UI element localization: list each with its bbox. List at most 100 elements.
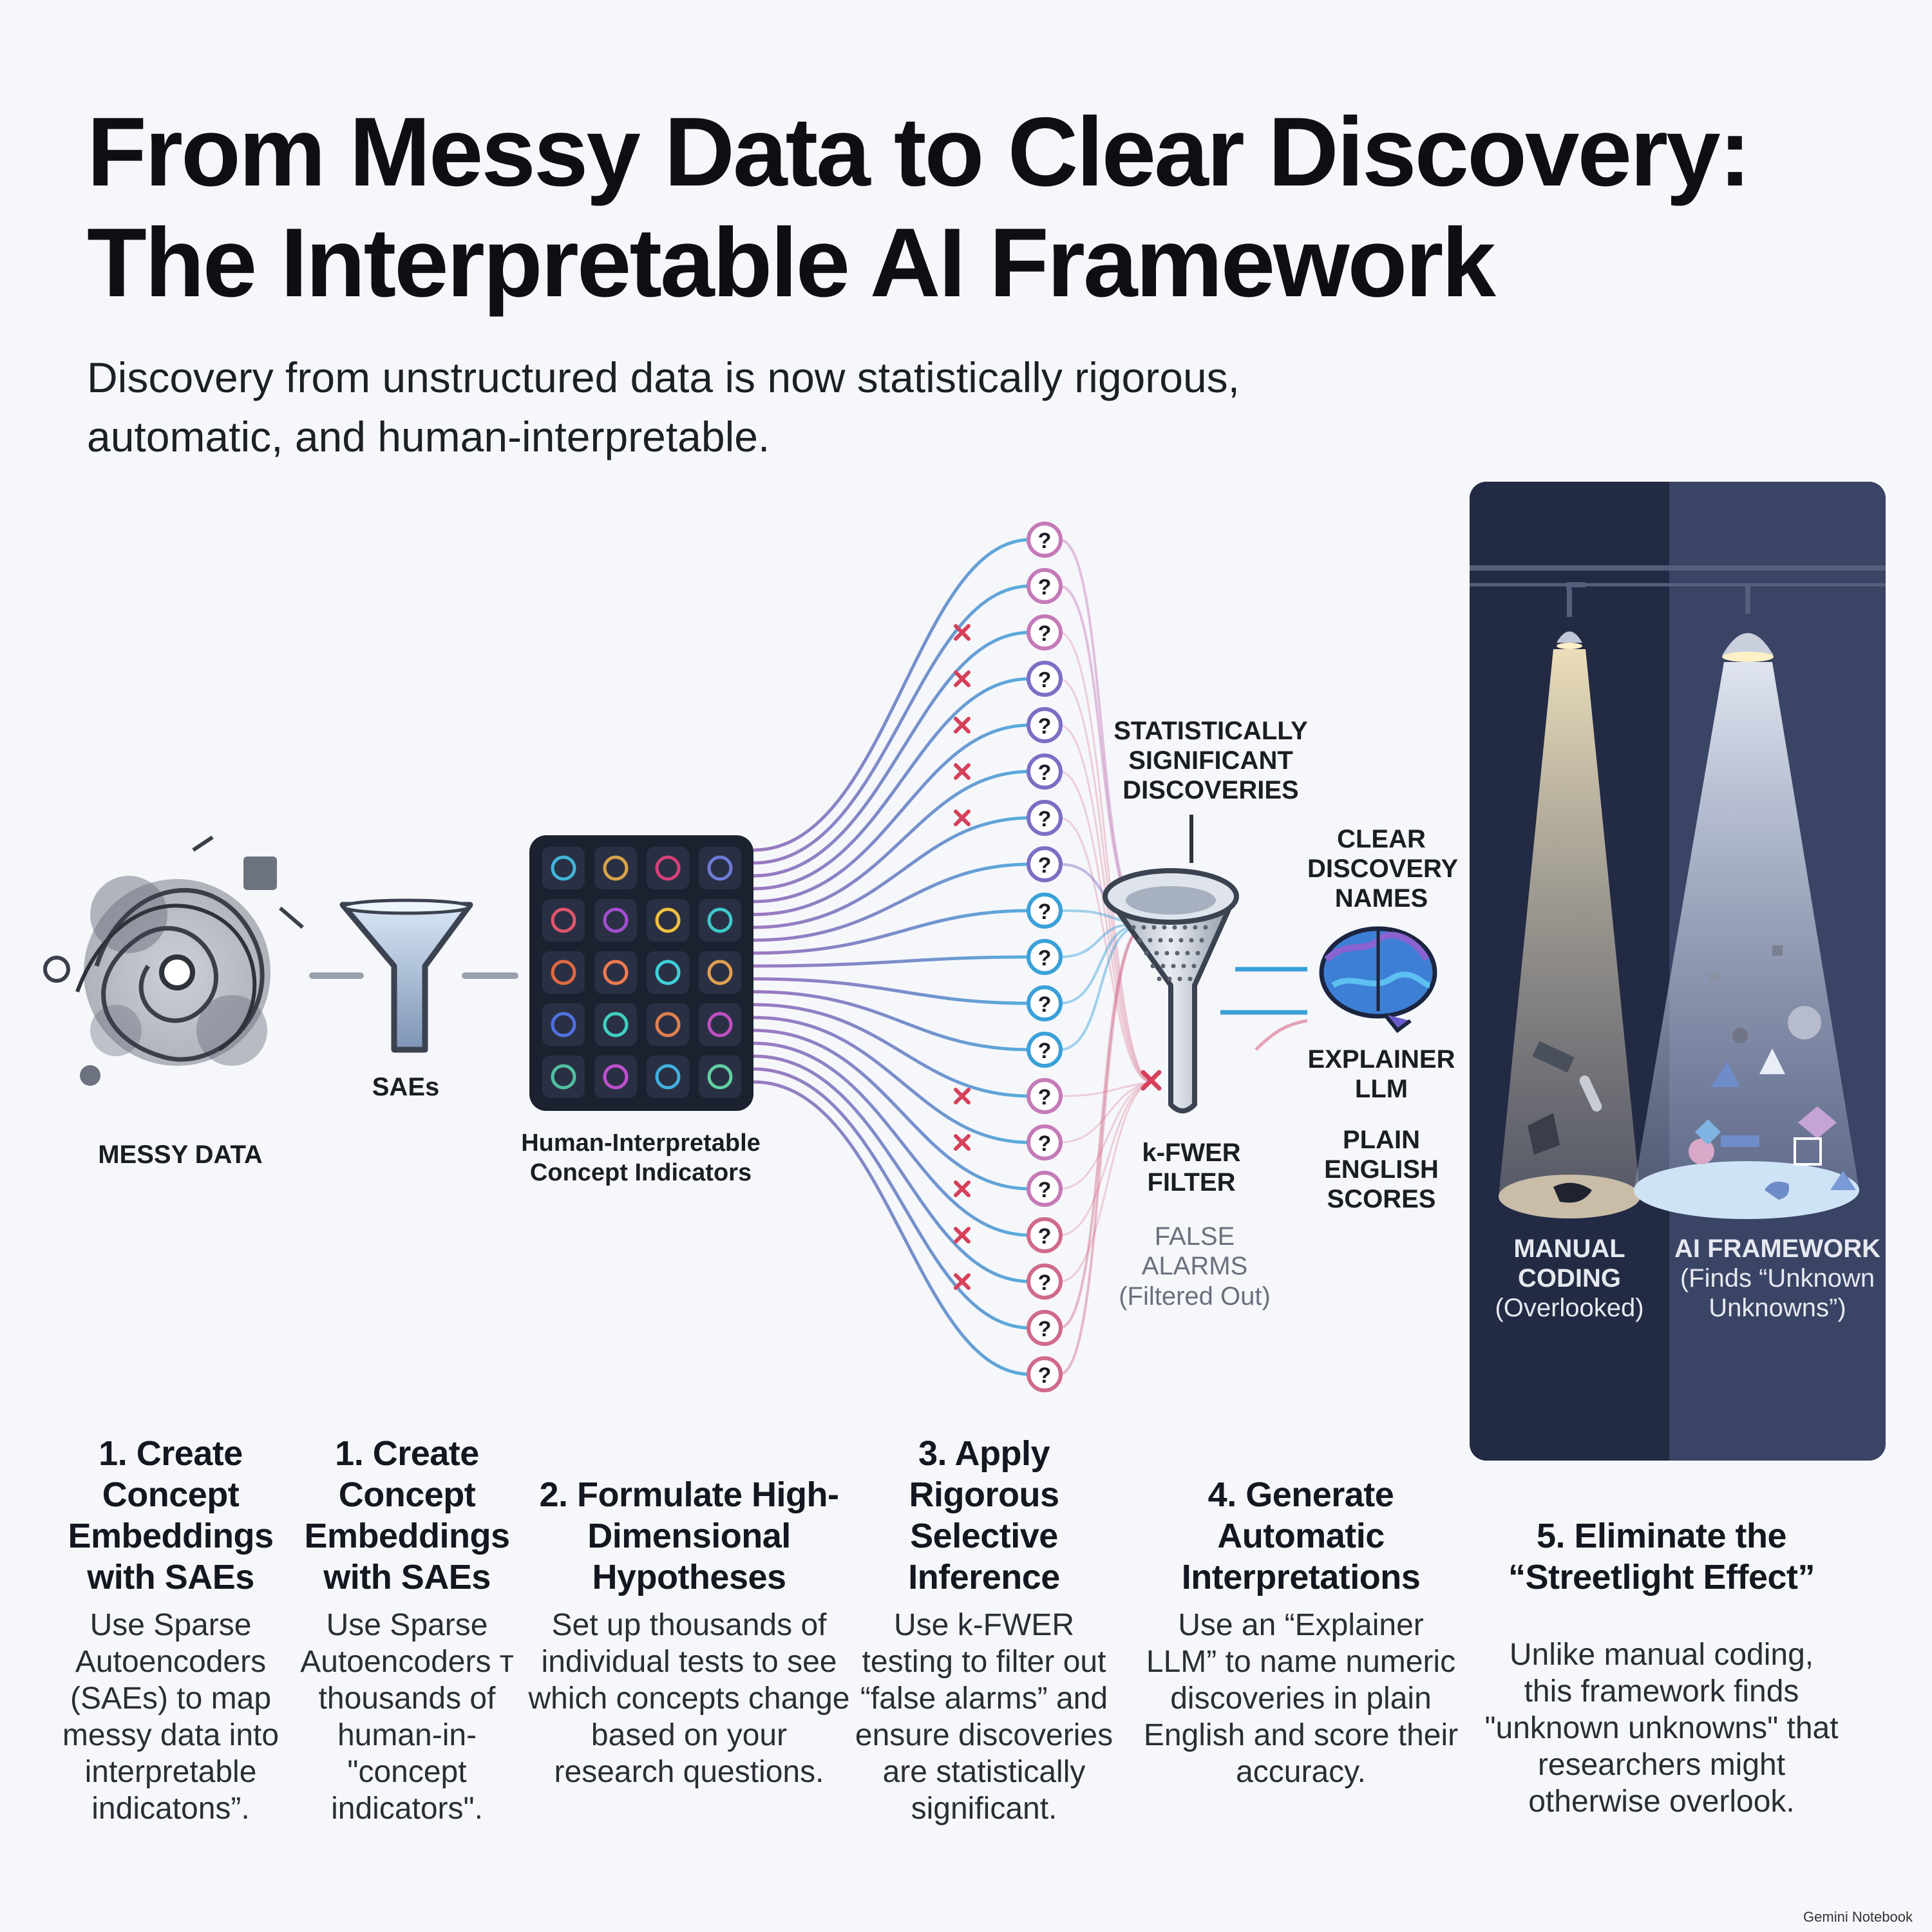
question-mark: ?	[1038, 1317, 1052, 1341]
concept-cell	[647, 899, 689, 942]
sieve-hole	[1144, 951, 1149, 956]
sieve-hole	[1175, 951, 1180, 956]
step-title: 5. Eliminate the “Streetlight Effect”	[1508, 1517, 1815, 1596]
hypothesis-line	[753, 990, 1031, 1052]
sieve-hole	[1188, 976, 1193, 981]
concept-cell-glyph	[603, 1012, 629, 1037]
concept-cell	[594, 1003, 637, 1046]
output-line	[1255, 1019, 1308, 1051]
concept-cell-glyph	[655, 907, 681, 933]
page-title: From Messy Data to Clear Discovery: The …	[87, 97, 1751, 317]
concept-grid-icon	[529, 835, 753, 1111]
sieve-hole	[1185, 951, 1190, 956]
manual-coding-sub: (Overlooked)	[1495, 1294, 1644, 1322]
hypothesis-line	[753, 630, 1031, 878]
ai-framework-text: AI FRAMEWORK (Finds “Unknown Unknowns”)	[1674, 1234, 1880, 1323]
question-mark: ?	[1038, 1271, 1052, 1295]
sieve-hole	[1172, 925, 1177, 930]
step-card: 2. Formulate High-Dimensional Hypotheses…	[528, 1474, 850, 1790]
filtered-out-label: (Filtered Out)	[1119, 1282, 1271, 1311]
rejected-line	[1059, 1081, 1153, 1236]
hypothesis-line	[753, 955, 1031, 968]
concept-cell-glyph	[655, 960, 681, 985]
hypothesis-line	[753, 909, 1031, 955]
sieve-hole	[1158, 938, 1163, 943]
concept-cell	[699, 951, 741, 994]
sieve-hole	[1150, 963, 1155, 969]
significant-line	[1059, 925, 1147, 1329]
sieve-hole	[1167, 976, 1172, 981]
concept-cell-glyph	[551, 960, 576, 985]
question-node-icon: ?	[1027, 1356, 1063, 1392]
hypothesis-line	[753, 1054, 1031, 1283]
sieve-hole	[1177, 976, 1182, 981]
question-node-icon: ?	[1027, 707, 1063, 743]
hypothesis-nodes: ???????????????????	[1027, 522, 1063, 1392]
question-mark: ?	[1038, 1132, 1052, 1156]
concept-cell-glyph	[707, 855, 733, 881]
reject-x-icon	[954, 1227, 971, 1244]
question-node-icon: ?	[1027, 1310, 1063, 1346]
hypothesis-line	[753, 538, 1031, 852]
question-node-icon: ?	[1027, 800, 1063, 836]
sieve-hole	[1181, 963, 1186, 969]
rejected-line	[1059, 631, 1153, 1083]
question-node-icon: ?	[1027, 568, 1063, 604]
sieve-hole	[1162, 925, 1167, 930]
reject-x-icon	[954, 763, 971, 780]
concept-cell	[594, 899, 637, 942]
rejected-line	[1059, 1081, 1153, 1190]
sieve-hole	[1157, 976, 1162, 981]
step-card: 5. Eliminate the “Streetlight Effect” Un…	[1481, 1515, 1842, 1820]
concept-cell	[647, 1056, 689, 1098]
concept-cell-glyph	[707, 1064, 733, 1090]
step-card: 1. Create Concept Embeddings with SAEs U…	[48, 1433, 293, 1827]
step-body: Use Sparse Autoencoders т thousands of h…	[300, 1608, 514, 1826]
sieve-hole	[1191, 963, 1197, 969]
significant-line	[1059, 925, 1147, 1051]
clear-names-label: CLEAR DISCOVERY NAMES	[1307, 825, 1459, 913]
question-node-icon: ?	[1027, 1171, 1063, 1207]
step-card: 4. Generate Automatic Interpretations Us…	[1140, 1474, 1462, 1790]
question-mark: ?	[1038, 1224, 1052, 1249]
sieve-hole	[1154, 951, 1159, 956]
concept-cell	[699, 899, 741, 942]
concept-cell-glyph	[603, 960, 629, 985]
question-mark: ?	[1038, 853, 1052, 878]
question-mark: ?	[1038, 714, 1052, 739]
hypothesis-lines	[753, 538, 1031, 1376]
significant-label: STATISTICALLY SIGNIFICANT DISCOVERIES	[1113, 717, 1308, 804]
sieve-hole	[1168, 938, 1173, 943]
concept-cell	[542, 847, 585, 889]
reject-x-icon	[954, 717, 971, 734]
concept-cell	[594, 847, 637, 889]
rejected-line	[1059, 770, 1153, 1083]
concept-cell-glyph	[551, 907, 576, 933]
sieve-funnel-icon	[1103, 815, 1239, 1113]
concept-cell	[594, 951, 637, 994]
step-title: 1. Create Concept Embeddings with SAEs	[304, 1434, 510, 1596]
question-mark: ?	[1038, 668, 1052, 692]
step-title: 3. Apply Rigorous Selective Inference	[908, 1434, 1060, 1596]
question-node-icon: ?	[1027, 846, 1063, 882]
sieve-hole	[1151, 925, 1157, 930]
hypothesis-line	[753, 816, 1031, 929]
concept-indicators-label: Human-Interpretable Concept Indicators	[521, 1130, 761, 1186]
question-node-icon: ?	[1027, 985, 1063, 1021]
scores-label: PLAIN ENGLISH SCORES	[1324, 1126, 1439, 1213]
step-body: Use Sparse Autoencoders (SAEs) to map me…	[62, 1608, 279, 1826]
question-mark: ?	[1038, 1363, 1052, 1388]
rejected-line	[1059, 1081, 1153, 1097]
reject-x-icon	[954, 1134, 971, 1151]
question-node-icon: ?	[1027, 661, 1063, 697]
question-node-icon: ?	[1027, 1032, 1063, 1068]
explainer-label: EXPLAINER LLM	[1307, 1045, 1455, 1103]
concept-cell-glyph	[551, 1012, 576, 1037]
concept-cell-glyph	[603, 855, 629, 881]
question-mark: ?	[1038, 621, 1052, 646]
reject-x-icon	[954, 624, 971, 641]
sieve-hole	[1179, 938, 1184, 943]
reject-x-icon	[954, 810, 971, 826]
hypothesis-line	[753, 584, 1031, 865]
